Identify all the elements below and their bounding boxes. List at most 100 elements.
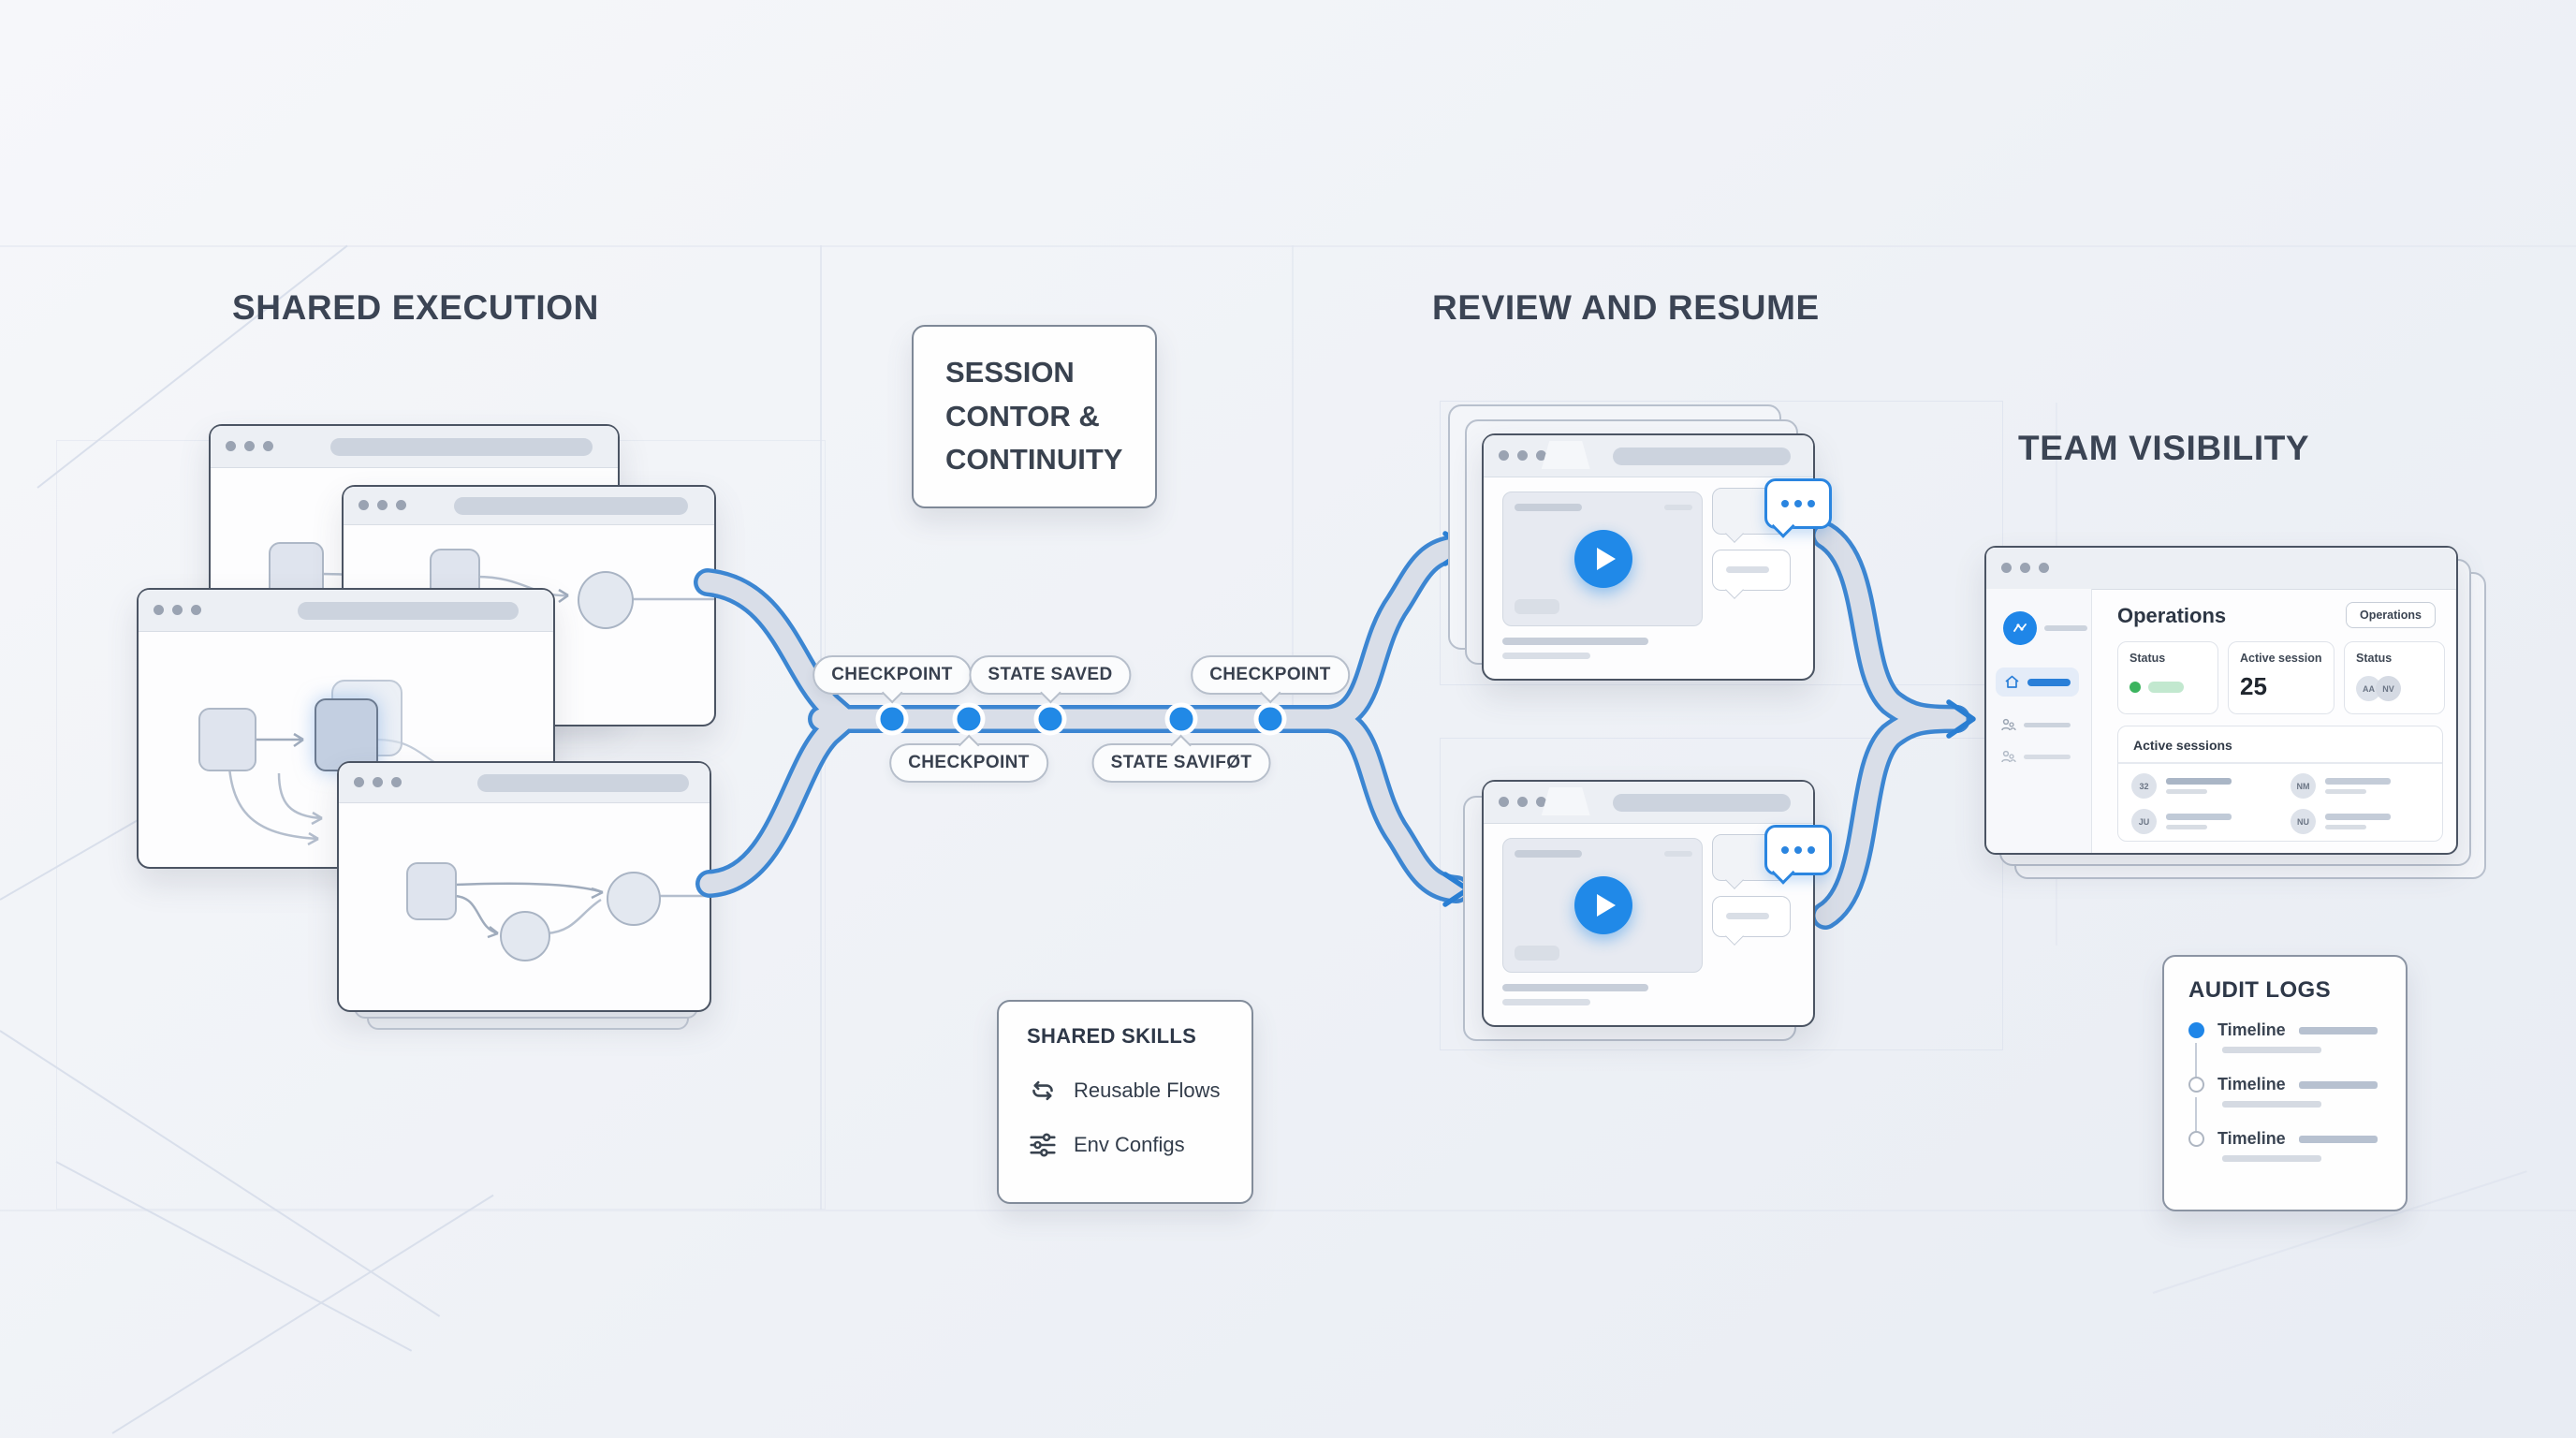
flow-node-highlighted [315, 698, 378, 771]
chip-label: STATE SAVED [988, 665, 1113, 684]
skill-label: Reusable Flows [1074, 1078, 1221, 1102]
session-row[interactable]: JU [2131, 809, 2232, 834]
session-card-text: SESSION CONTOR & CONTINUITY [945, 351, 1122, 482]
session-card-line: SESSION [945, 356, 1075, 389]
checkpoint-chip: CHECKPOINT [1191, 655, 1350, 704]
timeline-dots [875, 702, 1287, 736]
window-header [211, 426, 618, 468]
placeholder-bar [2044, 625, 2087, 631]
flow-node-circle [578, 571, 634, 629]
traffic-lights [1499, 797, 1546, 807]
address-bar [298, 602, 519, 620]
active-session-card: Active session 25 [2228, 641, 2334, 714]
stat-label: Status [2356, 652, 2393, 665]
sidebar-item-operations[interactable] [1996, 668, 2079, 697]
skill-label: Env Configs [1074, 1133, 1185, 1156]
timeline-entry-label: Timeline [2217, 1129, 2286, 1148]
sidebar-item-users[interactable] [2001, 718, 2071, 731]
placeholder-bar [1515, 850, 1582, 858]
address-bar [1613, 794, 1791, 812]
placeholder-bar [2222, 1155, 2321, 1162]
timeline-dot [2188, 1077, 2204, 1093]
placeholder-bar [1515, 504, 1582, 511]
chip-label: CHECKPOINT [1209, 665, 1331, 684]
active-nav-bar [2027, 678, 2071, 686]
window-header [1484, 782, 1813, 824]
speech-bubble [1712, 550, 1791, 599]
state-saved-chip: STATE SAVED [969, 655, 1132, 704]
placeholder-bar [2298, 1080, 2378, 1089]
blueprint-line [1292, 245, 1294, 713]
placeholder-bar [2325, 814, 2391, 820]
session-card-line: CONTOR & [945, 399, 1100, 433]
status-avatars-card: Status AA NV [2344, 641, 2445, 714]
blueprint-line [0, 1210, 2576, 1211]
timeline-entry-label: Timeline [2217, 1020, 2286, 1039]
dashboard-main: Operations Operations Status Active sess… [2091, 589, 2456, 853]
session-card: SESSION CONTOR & CONTINUITY [884, 325, 1157, 531]
chip-label: STATE SAVIFØT [1110, 753, 1252, 772]
video-panel [1502, 838, 1703, 973]
chip-label: CHECKPOINT [831, 665, 953, 684]
placeholder-bar [2298, 1026, 2378, 1034]
comment-bubble[interactable] [1764, 478, 1832, 538]
address-bar [454, 497, 688, 515]
card-stack-layer [2151, 969, 2394, 1224]
play-icon [1597, 548, 1616, 570]
traffic-lights [354, 777, 402, 787]
dashboard-sidebar [1986, 589, 2092, 853]
blueprint-line [0, 245, 2576, 247]
avatar [2003, 611, 2037, 645]
sidebar-profile [2003, 611, 2087, 645]
placeholder-bar [1726, 913, 1769, 919]
play-button[interactable] [1574, 530, 1632, 588]
audit-logs-card: AUDIT LOGS Timeline Timeline Timeline [2138, 955, 2408, 1234]
traffic-lights [1499, 450, 1546, 461]
session-row[interactable]: NU [2291, 809, 2391, 834]
sliders-icon [1030, 1133, 1056, 1157]
placeholder-bar [2222, 1101, 2321, 1108]
loop-icon [1032, 1080, 1053, 1101]
address-bar [1613, 448, 1791, 465]
timeline-entry-label: Timeline [2217, 1075, 2286, 1093]
window-header [139, 590, 553, 632]
play-button[interactable] [1574, 876, 1632, 934]
play-icon [1597, 894, 1616, 917]
browser-window-flow-4 [337, 761, 711, 1012]
card-stack-layer [2138, 981, 2379, 1234]
session-row[interactable]: 32 [2131, 773, 2232, 799]
placeholder-bar [2024, 754, 2071, 759]
avatar: NV [2376, 676, 2401, 701]
placeholder-bar [1515, 599, 1559, 614]
flow-node-circle [607, 872, 661, 926]
placeholder-bar [2024, 722, 2071, 727]
window-header [1484, 435, 1813, 477]
flow-node-circle [500, 911, 550, 961]
timeline-dot-active [2188, 1022, 2204, 1038]
placeholder-bar [2325, 778, 2391, 785]
sidebar-item-teams[interactable] [2001, 750, 2071, 763]
placeholder-bar [1726, 566, 1769, 573]
placeholder-bar [1502, 999, 1590, 1005]
session-row[interactable]: NM [2291, 773, 2391, 799]
placeholder-bar [2166, 825, 2207, 829]
panel-divider [2118, 762, 2442, 764]
home-icon [2005, 675, 2019, 688]
flow-node [198, 708, 256, 771]
comment-bubble[interactable] [1764, 825, 1832, 885]
operations-button[interactable]: Operations [2346, 602, 2436, 628]
avatar: NU [2291, 809, 2316, 834]
browser-tab[interactable] [1541, 441, 1590, 469]
review-window-1 [1482, 433, 1832, 681]
timeline-connector [2195, 1043, 2197, 1080]
placeholder-bar [2166, 814, 2232, 820]
window-header [344, 487, 714, 525]
browser-tab[interactable] [1541, 787, 1590, 815]
placeholder-bar [2166, 789, 2207, 794]
placeholder-bar [2298, 1135, 2378, 1143]
avatar: JU [2131, 809, 2157, 834]
section-title-shared-execution: SHARED EXECUTION [232, 288, 599, 327]
skill-item-reusable-flows: Reusable Flows [1027, 1077, 1221, 1105]
placeholder-bar [1502, 653, 1590, 659]
